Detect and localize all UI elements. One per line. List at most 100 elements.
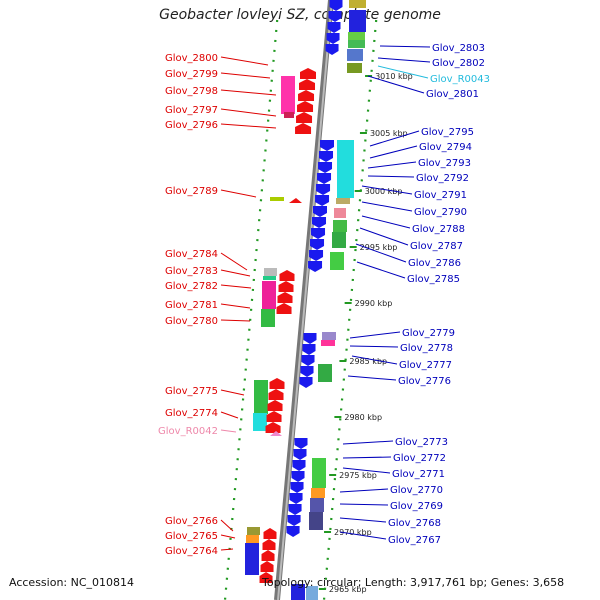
gene-label-right: Glov_2770 (390, 485, 443, 496)
kbp-label: 2965 kbp (329, 585, 367, 594)
leader-line (377, 57, 431, 63)
gene-block (322, 332, 336, 340)
gene-block (349, 10, 366, 32)
genome-summary-text: Topology: circular; Length: 3,917,761 bp… (262, 576, 565, 589)
leader-line (220, 189, 257, 198)
gene-label-right: Glov_2802 (432, 58, 485, 69)
gene-arrow (262, 539, 276, 550)
gene-label-right: Glov_2786 (408, 258, 461, 269)
leader-line (342, 440, 394, 445)
gene-label-right: Glov_R0043 (430, 74, 490, 85)
gene-label-right: Glov_2768 (388, 518, 441, 529)
leader-line (355, 243, 407, 263)
gene-block (349, 0, 366, 8)
leader-line (220, 108, 277, 117)
gene-label-left: Glov_2780 (165, 316, 218, 327)
gene-block (262, 281, 276, 309)
kbp-label: 2980 kbp (344, 413, 382, 422)
gene-arrow (276, 303, 292, 314)
leader-line (220, 411, 239, 419)
gene-arrow (320, 140, 334, 151)
gene-label-left: Glov_2766 (165, 516, 218, 527)
gene-block (247, 527, 260, 535)
map-title: Geobacter lovleyi SZ, complete genome (159, 7, 441, 23)
leader-line (220, 389, 245, 396)
leader-line (220, 548, 234, 551)
gene-arrow (297, 101, 314, 112)
leader-line (342, 456, 392, 459)
gene-label-right: Glov_2801 (426, 89, 479, 100)
leader-line (220, 123, 277, 129)
kbp-label: 2995 kbp (360, 243, 398, 252)
gene-block (310, 498, 324, 512)
gene-label-right: Glov_2794 (419, 142, 472, 153)
leader-line (367, 161, 417, 169)
leader-line (361, 215, 411, 229)
leader-line (359, 227, 409, 246)
gene-arrow (328, 11, 342, 22)
gene-label-right: Glov_2803 (432, 43, 485, 54)
kbp-label: 3010 kbp (375, 72, 413, 81)
gene-label-left: Glov_2774 (165, 408, 218, 419)
gene-block (253, 413, 267, 431)
gene-block (330, 252, 344, 270)
leader-line (339, 503, 389, 506)
gene-block (332, 232, 346, 248)
gene-block (334, 208, 346, 218)
gene-arrow (266, 411, 282, 422)
gene-arrow (268, 389, 284, 400)
gene-block (281, 76, 295, 114)
leader-line (361, 185, 413, 195)
gene-label-right: Glov_2788 (412, 224, 465, 235)
gene-label-left: Glov_2781 (165, 300, 218, 311)
gene-arrow (313, 206, 327, 217)
accession-text: Accession: NC_010814 (9, 576, 135, 589)
gene-arrow (327, 22, 341, 33)
gene-block (284, 112, 294, 118)
gene-block (318, 364, 332, 382)
gene-arrow (294, 438, 308, 449)
gene-block (337, 140, 354, 198)
gene-label-left: Glov_2799 (165, 69, 218, 80)
gene-block (336, 198, 350, 204)
gene-arrow (289, 198, 302, 203)
right-track (322, 19, 378, 600)
gene-label-right: Glov_2772 (393, 453, 446, 464)
leader-line (342, 467, 391, 474)
gene-arrow (279, 270, 295, 281)
gene-arrow (287, 515, 301, 526)
gene-arrow (265, 422, 281, 433)
gene-arrow (289, 493, 303, 504)
gene-arrow (296, 112, 313, 123)
leader-line (369, 130, 420, 147)
gene-arrow (278, 281, 294, 292)
leader-line (379, 45, 431, 48)
gene-block (347, 63, 362, 73)
gene-arrow (310, 239, 325, 250)
gene-label-left: Glov_2764 (165, 546, 218, 557)
left-track (223, 19, 279, 600)
gene-label-right: Glov_2771 (392, 469, 445, 480)
gene-arrow (260, 561, 274, 572)
gene-arrow (298, 90, 315, 101)
gene-arrow (299, 377, 313, 388)
gene-label-right: Glov_2792 (416, 173, 469, 184)
gene-arrow (290, 482, 304, 493)
gene-arrow (311, 228, 326, 239)
gene-label-left: Glov_2800 (165, 53, 218, 64)
leader-line (220, 89, 277, 96)
leader-line (347, 375, 397, 381)
kbp-label: 3005 kbp (370, 129, 408, 138)
gene-block (333, 220, 347, 232)
leader-line (339, 531, 387, 540)
leader-line (220, 534, 236, 539)
gene-arrow (300, 366, 314, 377)
gene-arrow (291, 471, 305, 482)
gene-block (291, 584, 305, 600)
genome-backbone-highlight (277, 0, 333, 600)
gene-arrow (326, 33, 340, 44)
gene-arrow (317, 173, 332, 184)
gene-label-right: Glov_2777 (399, 360, 452, 371)
leader-line (220, 284, 252, 289)
